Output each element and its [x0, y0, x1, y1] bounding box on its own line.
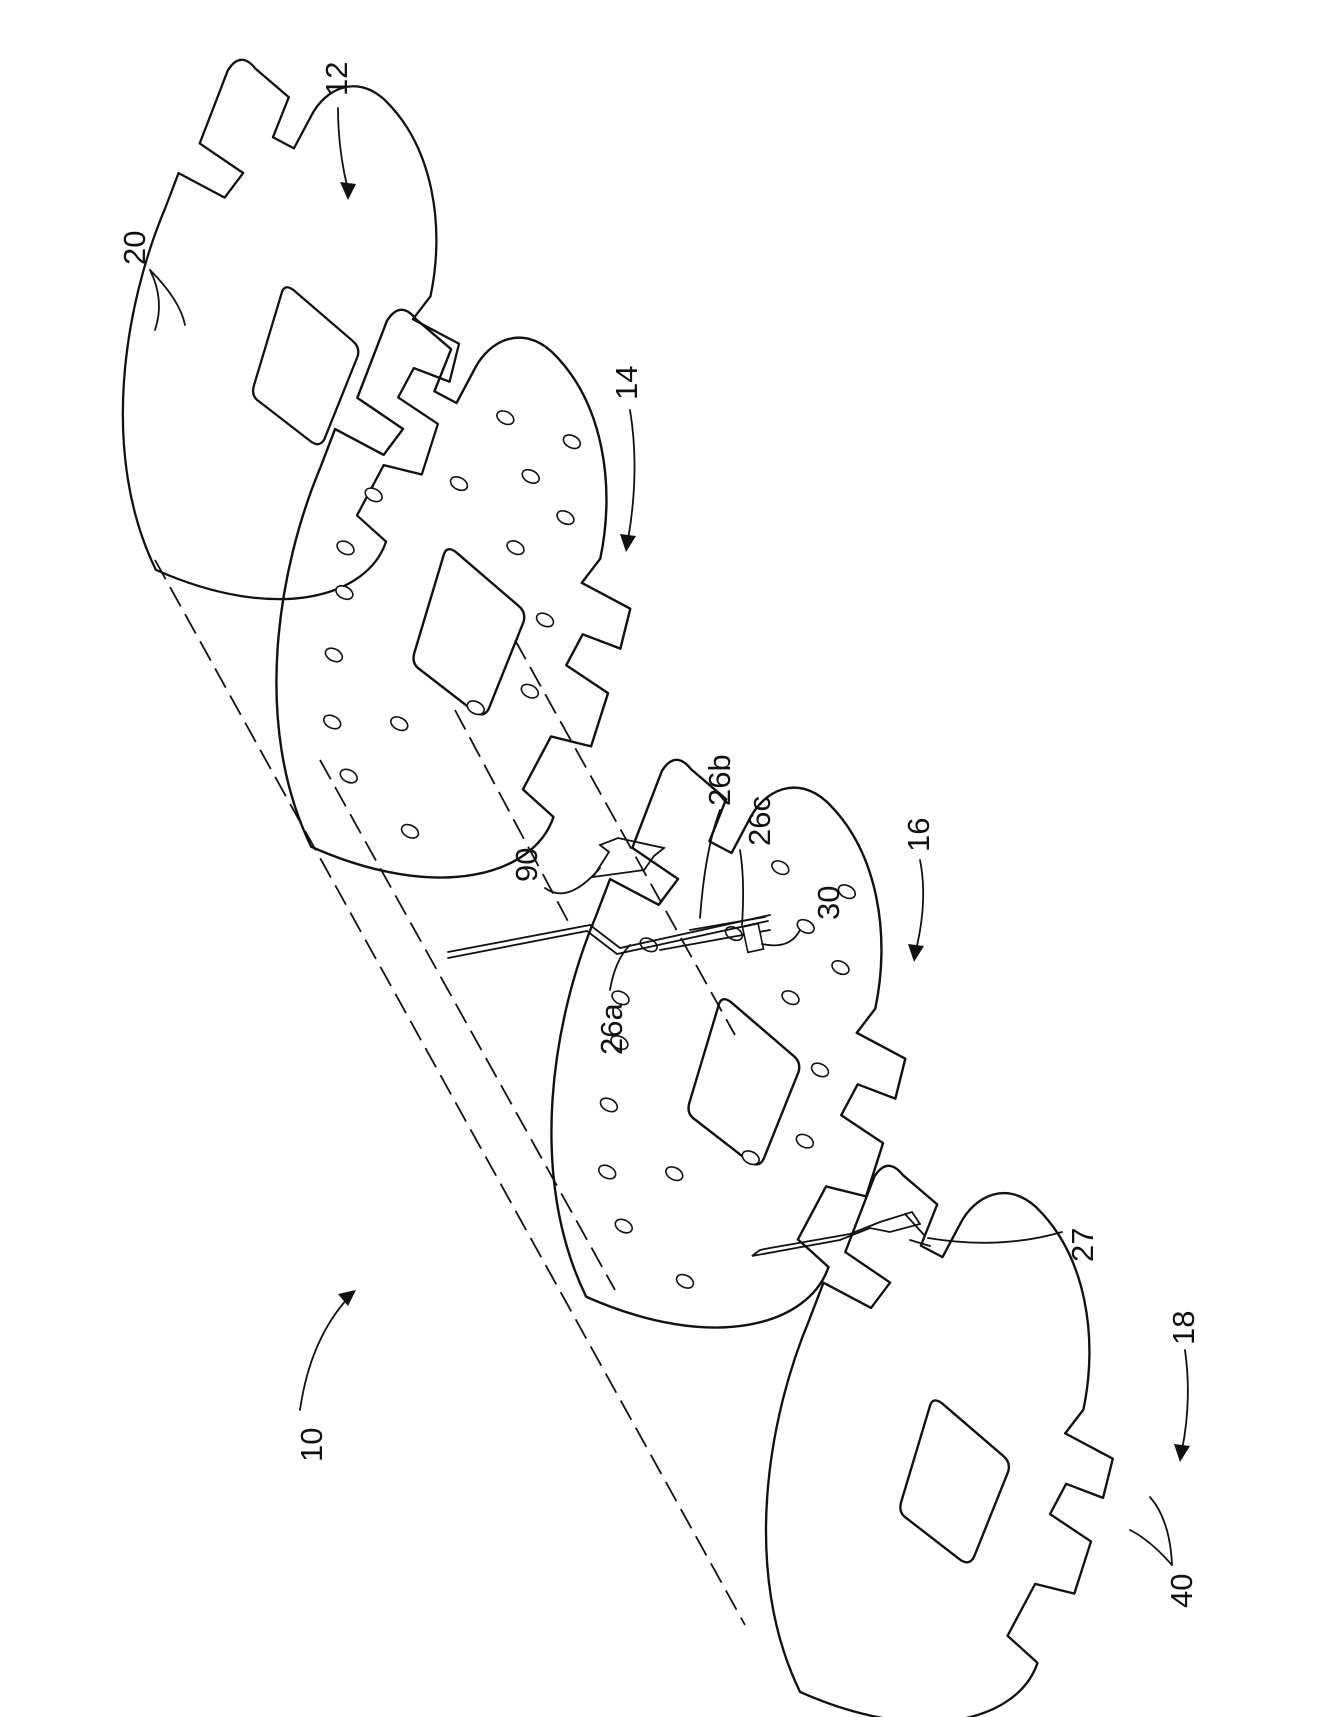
layer-18: [644, 1132, 1228, 1717]
connector-30: [742, 924, 763, 953]
layer-14: [152, 275, 747, 941]
label-10: 10: [294, 1428, 329, 1462]
label-12: 12: [319, 62, 354, 96]
label-26b: 26b: [702, 754, 737, 806]
trace-27: [752, 1212, 930, 1256]
perforations-14: [231, 362, 653, 860]
label-40: 40: [1164, 1574, 1199, 1608]
label-20: 20: [117, 231, 152, 265]
label-90: 90: [509, 848, 544, 882]
alignment-lines: [155, 560, 745, 1625]
label-27: 27: [1065, 1228, 1100, 1262]
label-26c: 26c: [742, 796, 777, 846]
label-16: 16: [901, 818, 936, 852]
lead-wire: [448, 915, 770, 958]
label-18: 18: [1166, 1311, 1201, 1345]
perforations-16: [506, 812, 928, 1310]
label-30: 30: [811, 886, 846, 920]
label-14: 14: [609, 366, 644, 400]
layer-12: [5, 27, 571, 660]
reference-labels: 12 20 14 90 26b 26c 30 16 26a 27 18 40 1…: [117, 62, 1201, 1608]
label-26a: 26a: [594, 1003, 629, 1055]
